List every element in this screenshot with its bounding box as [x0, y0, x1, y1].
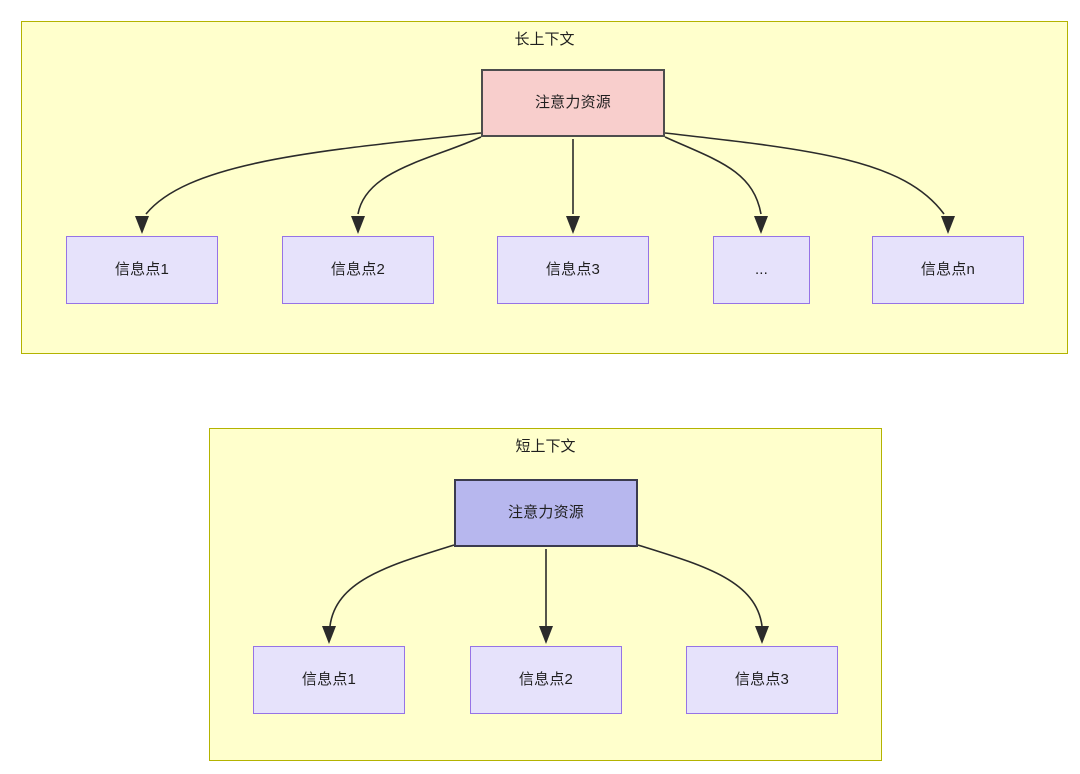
node-long-info-point-3[interactable]: 信息点3 [497, 236, 649, 304]
group-short-context-title: 短上下文 [515, 438, 576, 455]
group-long-context-title: 长上下文 [514, 31, 575, 48]
node-short-info-point-2[interactable]: 信息点2 [470, 646, 622, 714]
node-long-info-point-1[interactable]: 信息点1 [66, 236, 218, 304]
node-short-info-point-1[interactable]: 信息点1 [253, 646, 405, 714]
node-short-info-point-3[interactable]: 信息点3 [686, 646, 838, 714]
node-short-attention-resource[interactable]: 注意力资源 [454, 479, 638, 547]
node-long-info-point-n[interactable]: 信息点n [872, 236, 1024, 304]
node-long-attention-resource[interactable]: 注意力资源 [481, 69, 665, 137]
node-long-info-point-2[interactable]: 信息点2 [282, 236, 434, 304]
node-long-info-point-ellipsis[interactable]: ... [713, 236, 810, 304]
